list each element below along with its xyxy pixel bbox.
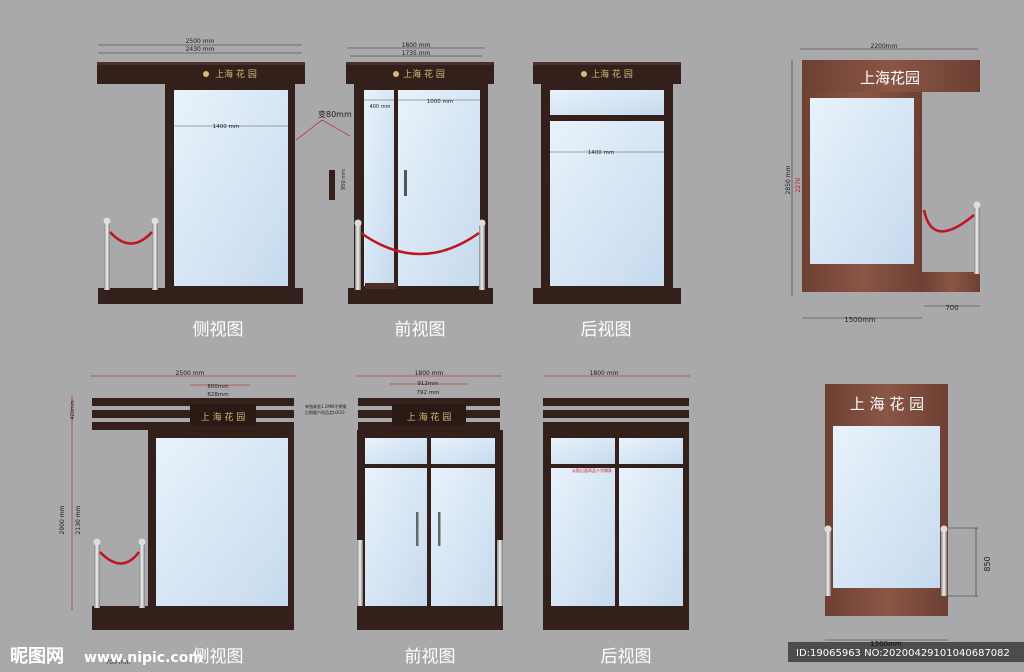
dim-b-front-sign2: 792 mm xyxy=(417,390,440,396)
bottom-right-sign: 上 海 花 园 xyxy=(850,395,924,413)
dim-side-inner: 2430 mm xyxy=(186,46,215,53)
dim-front-left: 400 mm xyxy=(370,104,391,110)
dim-b-side-top: 420mm xyxy=(70,400,76,419)
dim-right-inner-height: 2270 xyxy=(795,177,802,192)
top-front-sign: 上海 花 园 xyxy=(403,68,445,80)
caption-bottom-front: 前视图 xyxy=(405,647,456,667)
caption-bottom-side: 侧视图 xyxy=(193,647,244,667)
top-back-view: 上海 花 园 1400 mm 后视图 xyxy=(533,62,681,340)
bottom-front-sign: 上 海 花 园 xyxy=(407,411,452,423)
dim-right-base: 1500mm xyxy=(844,316,876,324)
caption-top-side: 侧视图 xyxy=(193,320,244,340)
top-side-view: 2500 mm 2430 mm 上海 花 园 1400 mm 侧视图 xyxy=(97,38,305,340)
dim-b-front-outer: 1800 mm xyxy=(415,370,444,377)
dim-front-right: 1000 mm xyxy=(427,99,453,105)
dim-front-inner: 1735 mm xyxy=(402,50,431,57)
dim-right-side: 700 xyxy=(945,304,958,312)
dim-front-handle: 950 mm xyxy=(341,169,347,190)
dim-b-side-base: 700 mm xyxy=(105,659,130,666)
dim-b-side-sign1: 800mm xyxy=(207,384,228,390)
b-front-note1: 单独乘坐1.2MM不锈钢 xyxy=(305,403,346,409)
top-right-sign: 上海花园 xyxy=(860,69,920,87)
dim-bend: 变80mm xyxy=(318,109,352,119)
b-back-note: 从贴后面再品十字钢条 xyxy=(572,467,612,473)
dim-front-outer: 1800 mm xyxy=(402,42,431,49)
logo-icon xyxy=(581,71,587,77)
top-right-kiosk: 2200mm 2850 mm 2270 上海花园 1500mm 700 xyxy=(785,43,981,324)
b-front-note2: 后期客户再品定LOGO xyxy=(305,409,344,415)
watermark-id: ID:19065963 NO:20200429101040687082 xyxy=(796,648,1010,659)
logo-icon xyxy=(393,71,399,77)
caption-bottom-back: 后视图 xyxy=(601,647,652,667)
dim-b-side-inner: 2130 mm xyxy=(75,505,82,534)
dim-b-front-sign1: 912mm xyxy=(417,381,438,387)
top-side-sign: 上海 花 园 xyxy=(215,68,257,80)
top-front-view: 1800 mm 1735 mm 上海 花 园 400 mm 1000 mm 前视… xyxy=(346,42,494,340)
watermark-logo: 昵图网 xyxy=(10,646,64,667)
logo-icon xyxy=(203,71,209,77)
watermark-url: www.nipic.com xyxy=(84,650,203,666)
dim-b-back-outer: 1800 mm xyxy=(590,370,619,377)
top-back-sign: 上海 花 园 xyxy=(591,68,633,80)
dim-side-outer: 2500 mm xyxy=(186,38,215,45)
bottom-side-view: 2500 mm 800mm 628mm 420mm 2900 mm 2130 m… xyxy=(59,370,296,667)
dim-right-height: 2850 mm xyxy=(785,165,792,194)
dim-side-glass: 1400 mm xyxy=(213,124,239,130)
caption-top-back: 后视图 xyxy=(581,320,632,340)
dim-b-side-outer: 2500 mm xyxy=(176,370,205,377)
dim-right-width: 2200mm xyxy=(871,43,898,50)
bend-annotation: 变80mm 950 mm xyxy=(295,109,352,200)
dim-b-side-sign2: 628mm xyxy=(207,392,228,398)
caption-top-front: 前视图 xyxy=(395,320,446,340)
watermark: 昵图网 www.nipic.com ID:19065963 NO:2020042… xyxy=(10,642,1024,667)
bottom-front-view: 1800 mm 912mm 792 mm 单独乘坐1.2MM不锈钢 后期客户再品… xyxy=(305,370,503,667)
dim-b-side-height: 2900 mm xyxy=(59,505,66,534)
bottom-right-kiosk: 上 海 花 园 850 1500mm xyxy=(824,384,992,648)
bottom-back-view: 1800 mm 从贴后面再品十字钢条 后视图 xyxy=(543,370,690,667)
dim-kiosk-height: 850 xyxy=(983,556,992,571)
bottom-side-sign: 上 海 花 园 xyxy=(201,411,246,423)
dim-back-glass: 1400 mm xyxy=(588,150,614,156)
